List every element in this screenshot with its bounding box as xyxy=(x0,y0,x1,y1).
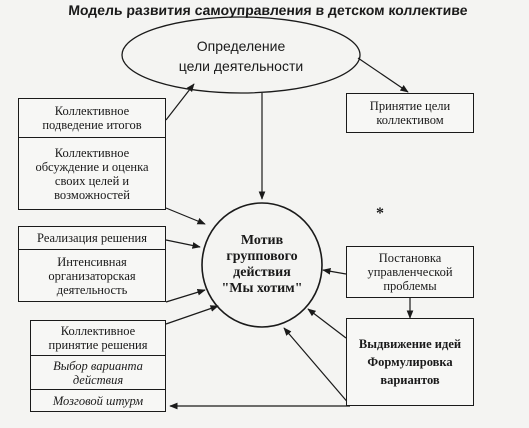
ideas-line2: Формулировка xyxy=(367,355,453,369)
arrow-oval-to-acceptance xyxy=(357,57,409,93)
activity-cell: Интенсивная организаторская деятельность xyxy=(19,249,165,301)
motive-line4: "Мы хотим" xyxy=(221,281,303,296)
top-oval-line1: Определение xyxy=(196,38,286,54)
variant-choice-line2: действия xyxy=(72,372,124,387)
motive-line1: Мотив xyxy=(240,233,284,248)
variant-choice-cell: Выбор варианта действия xyxy=(31,355,165,389)
arrow-implementation-to-motive xyxy=(165,239,201,249)
problem-cell: Постановка управленческой проблемы xyxy=(347,247,473,297)
motive-circle-label: Мотив группового действия "Мы хотим" xyxy=(212,226,312,304)
top-oval-shape xyxy=(121,16,361,94)
center-circle-shape xyxy=(201,202,323,328)
arrow-activity-to-motive xyxy=(165,289,206,303)
left-box-implementation: Реализация решения Интенсивная организат… xyxy=(18,226,166,302)
discussion-line3: своих целей и xyxy=(54,173,130,188)
ideas-line1: Выдвижение идей xyxy=(358,337,462,351)
activity-line2: организаторская xyxy=(48,268,136,283)
goal-acceptance-box: Принятие цели коллективом xyxy=(346,93,474,133)
ideas-line3: вариантов xyxy=(380,373,440,387)
ideas-box: Выдвижение идей Формулировка вариантов xyxy=(346,318,474,406)
variant-choice-line1: Выбор варианта xyxy=(53,358,143,373)
arrow-results-to-oval xyxy=(165,83,195,121)
results-line1: Коллективное xyxy=(54,104,130,118)
goal-acceptance-line1: Принятие цели xyxy=(369,99,451,113)
left-box-results: Коллективное подведение итогов Коллектив… xyxy=(18,98,166,210)
arrow-discussion-to-motive xyxy=(165,207,206,225)
arrow-ideas-to-motive xyxy=(307,308,347,339)
ideas-cell: Выдвижение идей Формулировка вариантов xyxy=(347,319,473,405)
top-oval-line2: цели деятельности xyxy=(178,58,304,74)
discussion-line2: обсуждение и оценка xyxy=(35,159,149,174)
arrow-decision-to-motive xyxy=(165,305,219,325)
decision-line1: Коллективное xyxy=(60,324,136,338)
motive-line2: группового xyxy=(226,249,298,264)
left-box-decision: Коллективное принятие решения Выбор вари… xyxy=(30,320,166,412)
decision-cell: Коллективное принятие решения xyxy=(31,321,165,355)
implementation-cell: Реализация решения xyxy=(37,231,147,245)
discussion-line1: Коллективное xyxy=(54,145,130,160)
discussion-line4: возможностей xyxy=(54,187,130,202)
activity-line3: деятельность xyxy=(56,282,128,297)
brainstorm-cell: Мозговой штурм xyxy=(31,389,165,411)
results-cell: Коллективное подведение итогов xyxy=(19,99,165,137)
asterisk-mark: * xyxy=(376,205,384,222)
discussion-cell: Коллективное обсуждение и оценка своих ц… xyxy=(19,137,165,209)
problem-line3: проблемы xyxy=(383,279,437,293)
problem-line2: управленческой xyxy=(367,265,453,279)
top-oval-label: Определение цели деятельности xyxy=(150,34,332,78)
problem-box: Постановка управленческой проблемы xyxy=(346,246,474,298)
goal-acceptance-cell: Принятие цели коллективом xyxy=(347,94,473,132)
motive-line3: действия xyxy=(233,265,291,280)
goal-acceptance-line2: коллективом xyxy=(376,113,444,127)
problem-line1: Постановка xyxy=(378,251,442,265)
activity-line1: Интенсивная xyxy=(57,254,127,269)
diagram-title: Модель развития самоуправления в детском… xyxy=(67,2,468,18)
decision-line2: принятие решения xyxy=(48,338,148,352)
results-line2: подведение итогов xyxy=(42,118,142,132)
arrow-problem-to-motive xyxy=(322,267,347,275)
arrow-variants-to-motive xyxy=(283,327,351,406)
